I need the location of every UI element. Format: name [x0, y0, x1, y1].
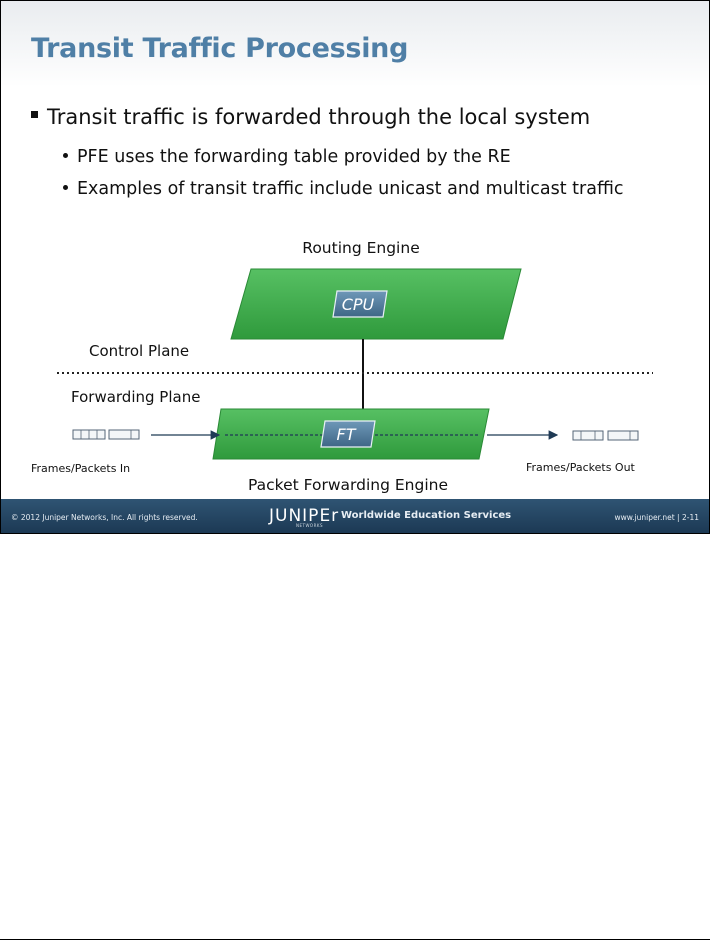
juniper-logo: JUNIPEr [269, 506, 340, 526]
packet-icons-in [72, 429, 140, 440]
juniper-logo-sub: NETWORKS [296, 523, 324, 528]
packet-icon [607, 430, 639, 441]
sub-bullet-1-text: PFE uses the forwarding table provided b… [77, 147, 511, 167]
ft-label: FT [337, 425, 357, 444]
routing-engine-label: Routing Engine [302, 239, 419, 257]
forwarding-diagram: Routing Engine CPU Control Plane Forward… [31, 239, 653, 494]
page-bottom-rule [0, 939, 710, 940]
dot-bullet-icon [63, 153, 68, 158]
dot-bullet-icon [63, 185, 68, 190]
slide: Transit Traffic Processing Transit traff… [0, 0, 710, 534]
slide-title: Transit Traffic Processing [31, 33, 409, 64]
cpu-chip [332, 290, 388, 318]
header-band [1, 1, 709, 87]
frames-in-label: Frames/Packets In [31, 462, 130, 475]
sub-bullet-1: PFE uses the forwarding table provided b… [63, 143, 623, 171]
pfe-label: Packet Forwarding Engine [248, 476, 448, 494]
url-page-number: www.juniper.net | 2-11 [614, 513, 699, 522]
packet-icon [572, 430, 604, 441]
main-bullet-text: Transit traffic is forwarded through the… [47, 105, 591, 129]
cpu-label: CPU [342, 295, 375, 314]
forwarding-plane-label: Forwarding Plane [71, 388, 200, 406]
ft-chip [320, 420, 376, 448]
square-bullet-icon [31, 111, 38, 118]
copyright-text: © 2012 Juniper Networks, Inc. All rights… [11, 513, 198, 522]
education-services-text: Worldwide Education Services [341, 510, 512, 521]
sub-bullet-2-text: Examples of transit traffic include unic… [77, 179, 624, 199]
packet-icons-out [572, 430, 639, 441]
main-bullet: Transit traffic is forwarded through the… [31, 105, 590, 129]
sub-bullet-2: Examples of transit traffic include unic… [63, 175, 663, 203]
control-plane-label: Control Plane [89, 342, 189, 360]
frames-out-label: Frames/Packets Out [526, 461, 636, 474]
packet-icon [108, 429, 140, 440]
slide-footer: © 2012 Juniper Networks, Inc. All rights… [1, 499, 709, 533]
